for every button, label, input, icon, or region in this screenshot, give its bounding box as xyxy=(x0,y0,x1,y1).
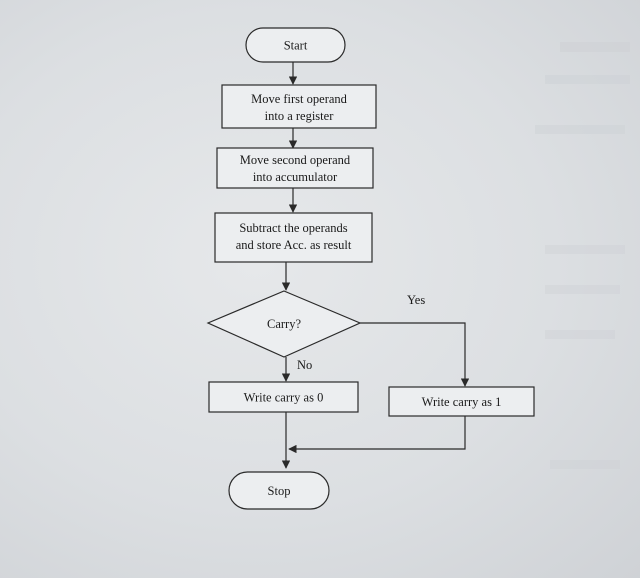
decision-label: Carry? xyxy=(267,317,301,331)
step-subtract-operands xyxy=(214,212,373,263)
start-terminal xyxy=(245,27,346,63)
step2-line1: Move second operand xyxy=(240,153,351,167)
step-move-first-operand xyxy=(221,84,377,129)
show-through-text xyxy=(545,285,620,294)
stop-label: Stop xyxy=(268,484,291,498)
step1-line2: into a register xyxy=(265,109,335,123)
step-move-second-operand xyxy=(216,147,374,189)
step-write-carry-one xyxy=(388,386,535,417)
connector-one-to-merge xyxy=(288,416,466,454)
step1-line1: Move first operand xyxy=(251,92,348,106)
show-through-text xyxy=(545,245,625,254)
step-write-carry-zero xyxy=(208,381,359,413)
stop-terminal xyxy=(228,471,330,510)
show-through-text xyxy=(545,75,630,84)
write-zero-label: Write carry as 0 xyxy=(244,391,324,405)
show-through-text xyxy=(545,330,615,339)
no-branch-label: No xyxy=(297,358,312,372)
start-label: Start xyxy=(284,39,308,53)
step3-line1: Subtract the operands xyxy=(239,221,347,235)
connector-decision-yes xyxy=(360,322,470,387)
step2-line2: into accumulator xyxy=(253,170,338,184)
step3-line2: and store Acc. as result xyxy=(236,238,352,252)
yes-branch-label: Yes xyxy=(407,293,425,307)
show-through-text xyxy=(560,42,630,52)
show-through-text xyxy=(550,460,620,469)
write-one-label: Write carry as 1 xyxy=(422,395,502,409)
show-through-text xyxy=(535,125,625,134)
decision-carry xyxy=(206,290,362,358)
